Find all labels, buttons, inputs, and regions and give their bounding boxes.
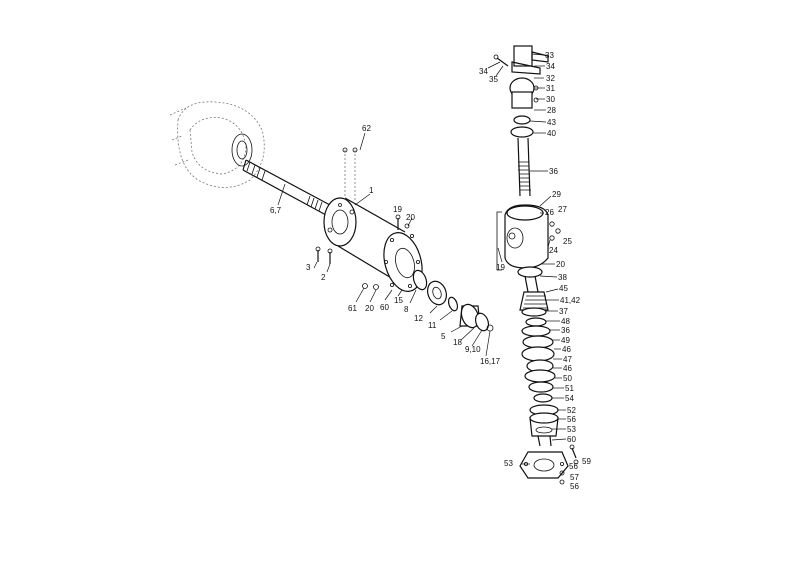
part-label: 27	[558, 205, 567, 214]
part-label: 60	[380, 303, 389, 312]
part-label: 49	[561, 336, 570, 345]
part-label: 12	[414, 314, 423, 323]
part-label: 40	[547, 129, 556, 138]
part-label: 46	[563, 364, 572, 373]
part-label: 6,7	[270, 206, 282, 215]
part-label: 3	[306, 263, 311, 272]
part-label: 2	[321, 273, 326, 282]
part-label: 19	[393, 205, 402, 214]
part-label: 8	[404, 305, 409, 314]
part-label: 18	[453, 338, 462, 347]
part-label: 53	[567, 425, 576, 434]
part-label: 34	[479, 67, 488, 76]
part-label: 60	[567, 435, 576, 444]
part-label: 20	[365, 304, 374, 313]
part-label: 47	[563, 355, 572, 364]
part-label: 34	[546, 62, 555, 71]
part-label: 56	[569, 462, 578, 471]
part-label: 1	[369, 186, 374, 195]
part-label: 30	[546, 95, 555, 104]
part-label: 46	[562, 345, 571, 354]
king-pin-shaft	[517, 137, 531, 197]
part-label: 19	[496, 263, 505, 272]
part-label: 61	[348, 304, 357, 313]
part-label: 62	[362, 124, 371, 133]
part-label: 20	[406, 213, 415, 222]
part-label: 38	[558, 273, 567, 282]
upper-knuckle	[509, 77, 539, 109]
part-labels: 33 34 32 31 30 28 43 40 36 29 26 27 25 2…	[270, 51, 591, 491]
part-label: 59	[582, 457, 591, 466]
housing-bolts	[315, 246, 333, 264]
part-label: 36	[561, 326, 570, 335]
part-label: 33	[545, 51, 554, 60]
housing-studs	[342, 147, 358, 200]
part-label: 24	[549, 246, 558, 255]
part-label: 43	[547, 118, 556, 127]
part-label: 48	[561, 317, 570, 326]
leader-lines	[277, 53, 567, 465]
part-label: 57	[570, 473, 579, 482]
part-label: 5	[441, 332, 446, 341]
part-label: 32	[546, 74, 555, 83]
part-label: 52	[567, 406, 576, 415]
bolt-19	[395, 214, 410, 230]
part-label: 37	[559, 307, 568, 316]
part-label: 36	[549, 167, 558, 176]
part-label: 26	[545, 208, 554, 217]
part-label: 56	[567, 415, 576, 424]
part-label: 29	[552, 190, 561, 199]
part-label: 28	[547, 106, 556, 115]
part-label: 25	[563, 237, 572, 246]
steering-knuckle-housing	[496, 204, 549, 271]
part-label: 54	[565, 394, 574, 403]
part-label: 56	[570, 482, 579, 491]
part-label: 41,42	[560, 296, 581, 305]
wheel-hub-outline	[169, 101, 265, 188]
part-label: 31	[546, 84, 555, 93]
lower-stack	[517, 266, 559, 447]
bottom-bolts	[559, 444, 579, 485]
part-label: 35	[489, 75, 498, 84]
part-label: 9,10	[465, 345, 481, 354]
part-label: 20	[556, 260, 565, 269]
part-label: 50	[563, 374, 572, 383]
upper-lever-arm	[493, 45, 549, 75]
part-label: 11	[428, 321, 437, 330]
knuckle-bolts	[549, 221, 561, 241]
upper-seals	[510, 115, 534, 138]
part-label: 16,17	[480, 357, 501, 366]
part-label: 45	[559, 284, 568, 293]
axle-housing	[323, 197, 423, 292]
part-label: 53	[504, 459, 513, 468]
bearing-stack	[412, 269, 494, 332]
part-label: 51	[565, 384, 574, 393]
part-label: 15	[394, 296, 403, 305]
small-washers	[362, 283, 379, 290]
axle-shaft	[242, 159, 331, 216]
